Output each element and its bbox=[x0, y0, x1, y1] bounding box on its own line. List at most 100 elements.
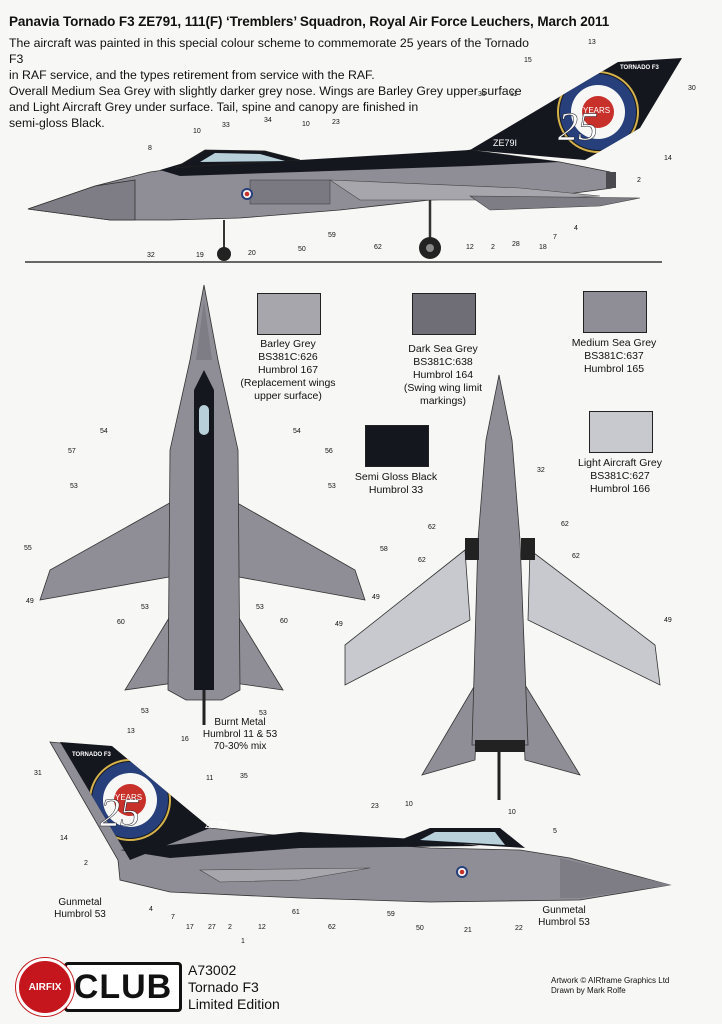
callout-label: 10 bbox=[193, 128, 201, 135]
kit-name: Tornado F3 bbox=[188, 979, 259, 995]
swatch-label-dark-sea-grey: Dark Sea Grey BS381C:638 Humbrol 164 (Sw… bbox=[403, 343, 483, 407]
tail-anniv-number: 25 bbox=[558, 104, 598, 149]
callout-label: 57 bbox=[68, 448, 76, 455]
callout-label: 49 bbox=[664, 617, 672, 624]
callout-label: 2 bbox=[637, 177, 641, 184]
drawn-by-credit: Drawn by Mark Rolfe bbox=[551, 986, 626, 995]
swatch-light-aircraft-grey bbox=[589, 411, 653, 453]
tail-text: TORNADO F3 bbox=[620, 65, 660, 71]
callout-label: 62 bbox=[374, 244, 382, 251]
description-line: in RAF service, and the types retirement… bbox=[9, 68, 375, 82]
description: The aircraft was painted in this special… bbox=[9, 35, 529, 131]
callout-label: 13 bbox=[127, 728, 135, 735]
right-wing bbox=[227, 499, 366, 601]
callout-label: 11 bbox=[206, 775, 213, 782]
callout-label: 30 bbox=[688, 85, 696, 92]
description-line: semi-gloss Black. bbox=[9, 116, 105, 130]
artwork-credit: Artwork © AIRframe Graphics Ltd bbox=[551, 976, 670, 985]
callout-label: 8 bbox=[148, 145, 152, 152]
callout-label: 12 bbox=[258, 924, 266, 931]
canopy-glass bbox=[200, 153, 285, 162]
callout-label: 4 bbox=[574, 225, 578, 232]
swatch-label-medium-sea-grey: Medium Sea Grey BS381C:637 Humbrol 165 bbox=[571, 337, 657, 375]
callout-label: 49 bbox=[335, 621, 343, 628]
bottom-anniv-number: 25 bbox=[100, 790, 140, 835]
callout-label: 12 bbox=[466, 244, 474, 251]
callout-label: 20 bbox=[248, 250, 256, 257]
page-title: Panavia Tornado F3 ZE791, 111(F) ‘Trembl… bbox=[9, 14, 610, 29]
callout-label: 7 bbox=[171, 914, 175, 921]
callout-label: 62 bbox=[328, 924, 336, 931]
swatch-semi-gloss-black bbox=[365, 425, 429, 467]
callout-label: 62 bbox=[418, 557, 426, 564]
callout-label: 59 bbox=[328, 232, 336, 239]
callout-label: 23 bbox=[332, 119, 340, 126]
callout-label: 5 bbox=[553, 828, 557, 835]
callout-label: 35 bbox=[478, 91, 486, 98]
callout-label: 49 bbox=[26, 598, 34, 605]
swatch-barley-grey bbox=[257, 293, 321, 335]
kit-number: A73002 bbox=[188, 962, 237, 978]
serial: ZE79I bbox=[493, 138, 517, 148]
exhaust bbox=[606, 172, 616, 188]
callout-label: 10 bbox=[405, 801, 413, 808]
callout-label: 7 bbox=[553, 234, 557, 241]
callout-label: 55 bbox=[24, 545, 32, 552]
callout-label: 13 bbox=[588, 39, 596, 46]
callout-label: 50 bbox=[298, 246, 306, 253]
callout-label: 56 bbox=[325, 448, 333, 455]
spine bbox=[160, 150, 560, 176]
callout-label: 2 bbox=[491, 244, 495, 251]
callout-label: 53 bbox=[70, 483, 78, 490]
callout-label: 54 bbox=[100, 428, 108, 435]
bottom-serial: ZE79I bbox=[205, 820, 229, 830]
under-left-wing bbox=[344, 549, 471, 686]
callout-label: 53 bbox=[141, 604, 149, 611]
callout-label: 32 bbox=[537, 467, 545, 474]
callout-label: 14 bbox=[664, 155, 672, 162]
callout-label: 11 bbox=[510, 91, 517, 98]
credits: Artwork © AIRframe Graphics Ltd Drawn by… bbox=[551, 976, 669, 996]
airfix-logo: AIRFIX bbox=[16, 958, 74, 1016]
bottom-spine bbox=[120, 832, 480, 858]
swatch-medium-sea-grey bbox=[583, 291, 647, 333]
callout-label: 28 bbox=[512, 241, 520, 248]
callout-label: 1 bbox=[241, 938, 245, 945]
description-line: The aircraft was painted in this special… bbox=[9, 36, 529, 66]
note-gunmetal-right: Gunmetal Humbrol 53 bbox=[538, 905, 590, 928]
club-logo: CLUB bbox=[64, 962, 182, 1012]
under-right-wing bbox=[527, 549, 661, 686]
callout-label: 10 bbox=[302, 121, 310, 128]
callout-label: 61 bbox=[292, 909, 300, 916]
callout-label: 15 bbox=[524, 57, 532, 64]
swatch-label-barley-grey: Barley Grey BS381C:626 Humbrol 167 (Repl… bbox=[240, 338, 336, 402]
kit-info: A73002 Tornado F3 Limited Edition bbox=[188, 962, 280, 1013]
callout-label: 31 bbox=[34, 770, 42, 777]
under-fuselage bbox=[471, 374, 529, 746]
tail-anniv-text: YEARS bbox=[583, 106, 610, 115]
callout-label: 49 bbox=[372, 594, 380, 601]
side-view-bottom: TORNADO F3 25 YEARS ZE79I bbox=[49, 741, 672, 903]
nose bbox=[27, 179, 136, 221]
under-left-tailplane bbox=[421, 679, 479, 776]
underside-view bbox=[344, 374, 661, 800]
callout-label: 33 bbox=[222, 122, 230, 129]
callout-label: 23 bbox=[371, 803, 379, 810]
callout-label: 10 bbox=[508, 809, 516, 816]
callout-label: 54 bbox=[293, 428, 301, 435]
bottom-tail-text: TORNADO F3 bbox=[72, 752, 112, 758]
callout-label: 60 bbox=[117, 619, 125, 626]
callout-label: 59 bbox=[387, 911, 395, 918]
callout-label: 62 bbox=[561, 521, 569, 528]
callout-label: 53 bbox=[141, 708, 149, 715]
tailplane bbox=[469, 195, 641, 211]
side-view-top: TORNADO F3 25 YEARS ZE79I bbox=[25, 58, 682, 263]
callout-label: 4 bbox=[149, 906, 153, 913]
callout-label: 18 bbox=[539, 244, 547, 251]
note-burnt-metal: Burnt Metal Humbrol 11 & 53 70-30% mix bbox=[202, 717, 278, 752]
callout-label: 53 bbox=[256, 604, 264, 611]
callout-label: 21 bbox=[464, 927, 472, 934]
description-line: Overall Medium Sea Grey with slightly da… bbox=[9, 84, 522, 98]
callout-label: 2 bbox=[84, 860, 88, 867]
